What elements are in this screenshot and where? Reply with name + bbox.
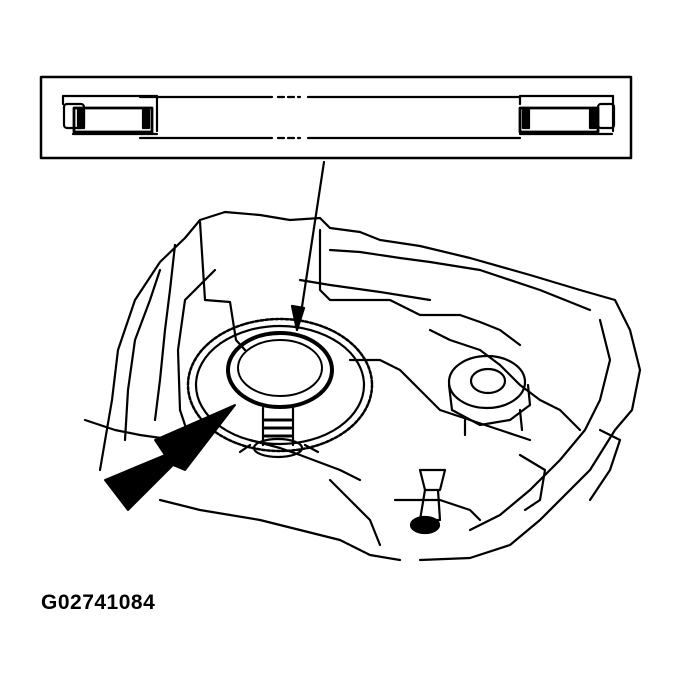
fitting-bolt <box>393 468 482 535</box>
case-boss <box>447 354 532 437</box>
inset-box <box>39 75 633 160</box>
shaft-section <box>138 95 522 140</box>
large-arrow <box>104 404 236 511</box>
figure-code-label: G02741084 <box>41 591 156 614</box>
ring-assembly <box>186 317 374 459</box>
transaxle-housing <box>83 210 642 562</box>
left-bearing-section <box>61 94 159 136</box>
right-bearing-section <box>518 94 616 136</box>
leader-arrow <box>290 160 326 332</box>
